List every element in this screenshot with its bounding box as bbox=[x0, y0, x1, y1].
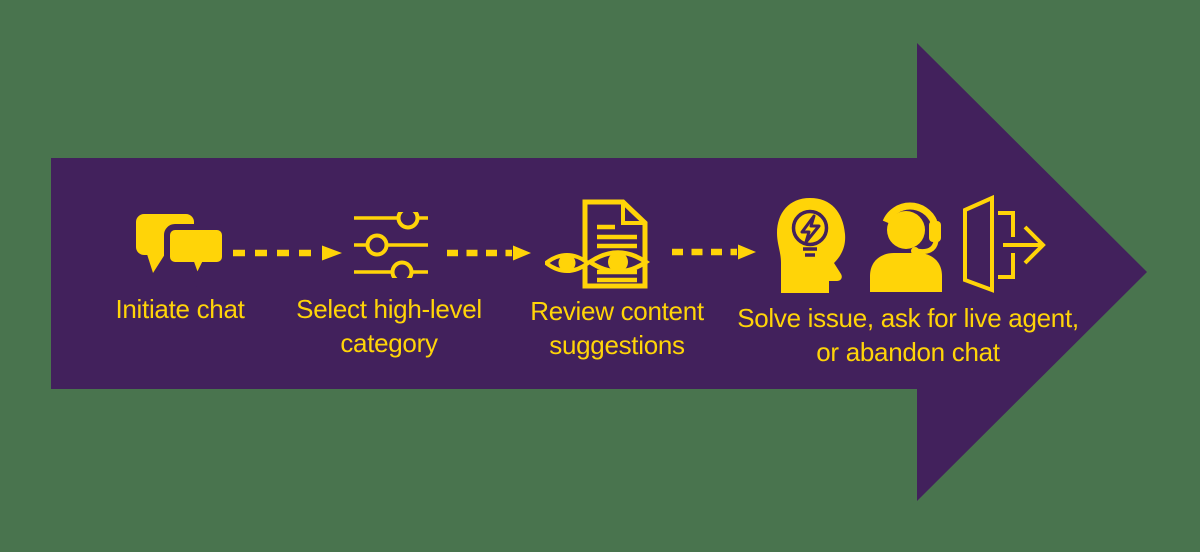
step-label-initiate-chat: Initiate chat bbox=[115, 292, 244, 326]
step-label-solve-issue: Solve issue, ask for live agent, or aban… bbox=[737, 301, 1079, 369]
eyes-document-icon bbox=[545, 199, 651, 289]
label-line: Solve issue, ask for live agent, bbox=[737, 303, 1079, 333]
label-line: or abandon chat bbox=[816, 337, 1000, 367]
filter-sliders-icon bbox=[354, 212, 428, 278]
dashed-connector-arrow bbox=[672, 244, 756, 260]
label-line: Select high-level bbox=[296, 294, 482, 324]
dashed-connector-arrow bbox=[447, 245, 531, 261]
support-agent-icon bbox=[870, 202, 942, 292]
exit-door-icon bbox=[963, 194, 1046, 293]
label-line: Initiate chat bbox=[115, 294, 245, 324]
label-line: Review content bbox=[530, 296, 704, 326]
head-lightbulb-icon bbox=[777, 198, 846, 293]
label-line: category bbox=[340, 328, 438, 358]
label-line: suggestions bbox=[549, 330, 685, 360]
step-label-select-category: Select high-level category bbox=[296, 292, 482, 360]
dashed-connector-arrow bbox=[233, 245, 342, 261]
chat-bubbles-icon bbox=[136, 214, 228, 287]
step-label-review-content: Review content suggestions bbox=[530, 294, 704, 362]
